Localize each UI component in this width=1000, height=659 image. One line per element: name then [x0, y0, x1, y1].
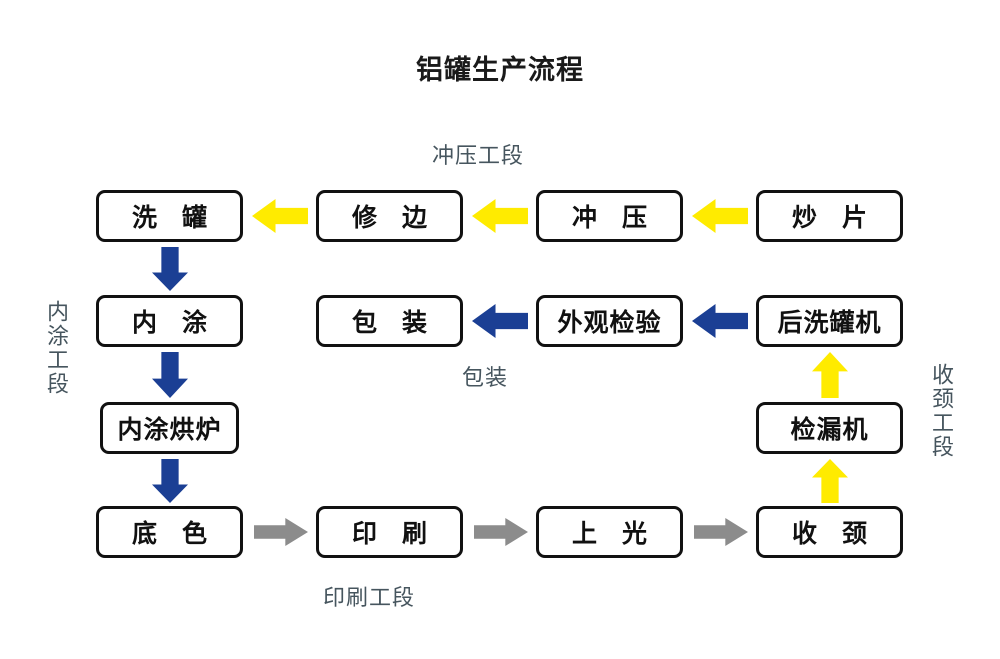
- segment-label-stamping: 冲压工段: [432, 143, 525, 168]
- node-inner-coat[interactable]: 内 涂: [96, 295, 243, 347]
- arrow-inner-coat-to-oven: [152, 352, 188, 398]
- segment-label-inner-coating: 内涂工段: [44, 300, 69, 396]
- page-title: 铝罐生产流程: [416, 55, 584, 85]
- arrow-wash-can-to-inner-coat: [152, 247, 188, 291]
- node-inner-coat-oven[interactable]: 内涂烘炉: [100, 402, 239, 454]
- arrow-visual-inspection-to-packaging: [472, 304, 528, 338]
- node-base-color[interactable]: 底 色: [96, 506, 243, 558]
- segment-label-printing: 印刷工段: [323, 585, 416, 610]
- node-packaging[interactable]: 包 装: [316, 295, 463, 347]
- arrow-necking-to-leak-tester: [812, 459, 848, 503]
- arrow-varnish-to-necking: [694, 518, 748, 546]
- arrow-print-to-varnish: [474, 518, 528, 546]
- segment-label-necking: 收颈工段: [929, 363, 954, 459]
- node-stamping[interactable]: 冲 压: [536, 190, 683, 242]
- node-wash-can[interactable]: 洗 罐: [96, 190, 243, 242]
- arrow-oven-to-base-color: [152, 459, 188, 503]
- node-post-washer[interactable]: 后洗罐机: [756, 295, 903, 347]
- node-necking[interactable]: 收 颈: [756, 506, 903, 558]
- node-print[interactable]: 印 刷: [316, 506, 463, 558]
- arrow-leak-tester-to-post-washer: [812, 352, 848, 398]
- node-blanking[interactable]: 炒 片: [756, 190, 903, 242]
- node-visual-inspection[interactable]: 外观检验: [536, 295, 683, 347]
- arrow-blanking-to-stamping: [692, 199, 748, 233]
- node-leak-tester[interactable]: 检漏机: [756, 402, 903, 454]
- arrow-trim-to-wash-can: [252, 199, 308, 233]
- node-trim[interactable]: 修 边: [316, 190, 463, 242]
- segment-label-packaging: 包装: [462, 365, 509, 390]
- arrow-base-color-to-print: [254, 518, 308, 546]
- arrow-post-washer-to-visual-inspection: [692, 304, 748, 338]
- arrow-stamping-to-trim: [472, 199, 528, 233]
- node-varnish[interactable]: 上 光: [536, 506, 683, 558]
